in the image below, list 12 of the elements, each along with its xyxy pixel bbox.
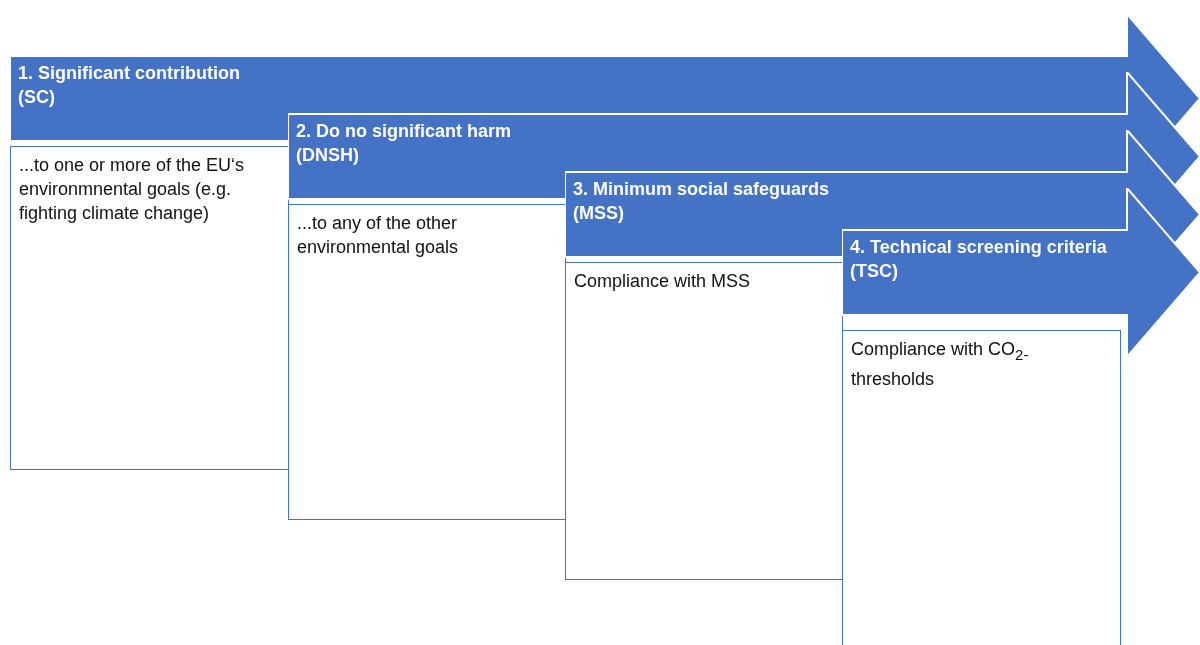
content-panel bbox=[288, 204, 566, 520]
step-heading: 4. Technical screening criteria (TSC) bbox=[850, 236, 1108, 283]
description-text: Compliance with CO$_{2-}$ thresholds bbox=[851, 338, 1030, 391]
step-heading: 3. Minimum social safeguards (MSS) bbox=[573, 178, 831, 225]
content-panel bbox=[565, 262, 843, 580]
content-panel bbox=[10, 146, 289, 470]
step-heading: 1. Significant contribution (SC) bbox=[18, 62, 241, 109]
content-panel bbox=[842, 330, 1121, 645]
description-text: Compliance with MSS bbox=[574, 270, 752, 293]
description-text: ...to one or more of the EU‘s environmnental goals (e.g. fighting climate change) bbox=[19, 154, 246, 225]
description-text: ...to any of the other environmental goals bbox=[297, 212, 460, 259]
step-heading: 2. Do no significant harm (DNSH) bbox=[296, 120, 513, 167]
